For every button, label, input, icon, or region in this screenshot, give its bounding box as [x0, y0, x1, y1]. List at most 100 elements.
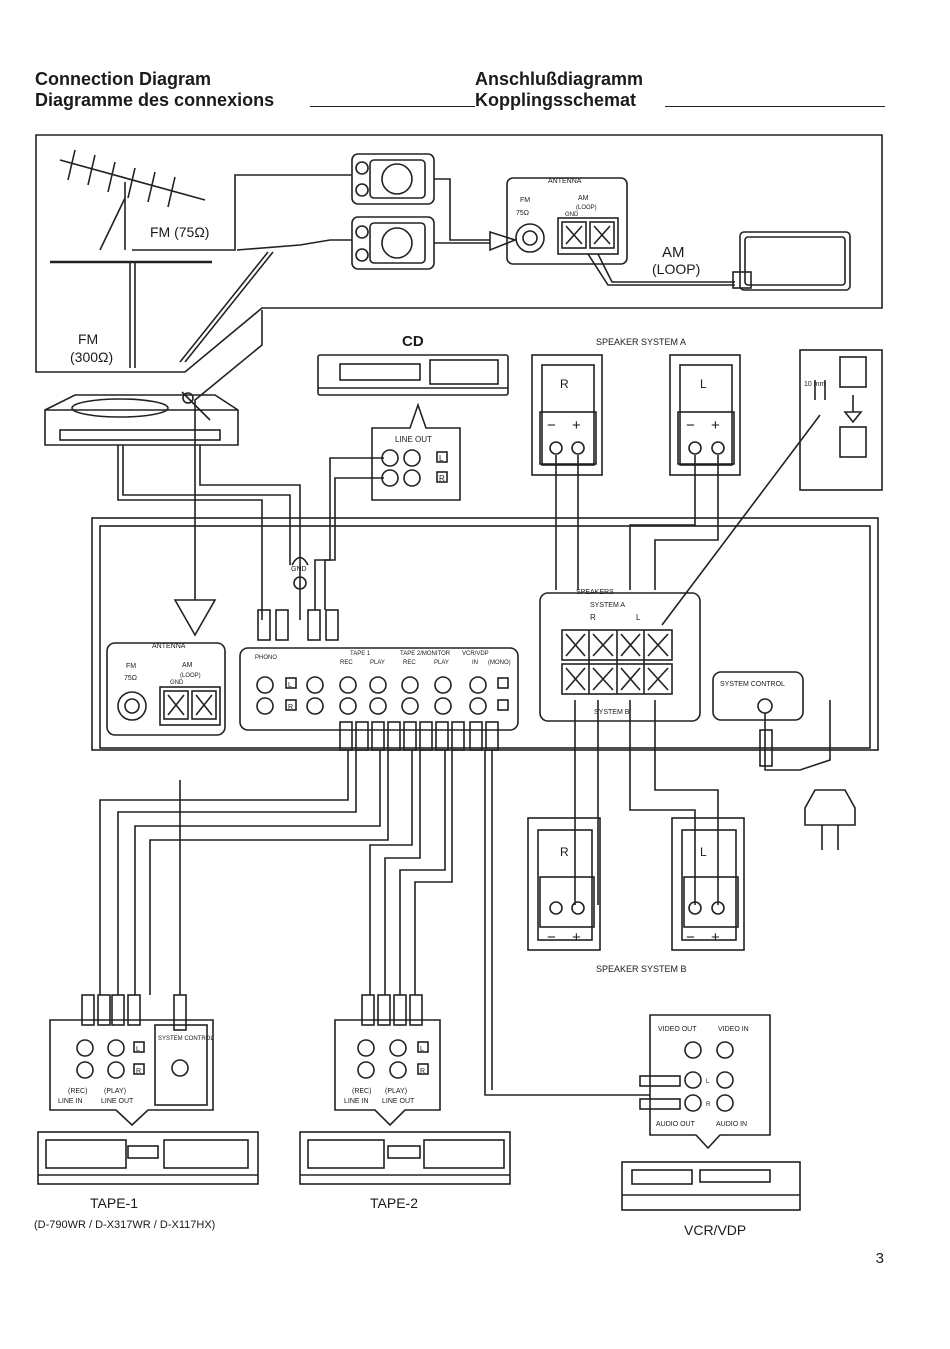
tape2-label: TAPE-2 — [370, 1195, 418, 1211]
antenna-am-label: AM — [578, 195, 589, 202]
page-number: 3 — [875, 1250, 884, 1267]
tape1-l-label: L — [136, 1046, 140, 1053]
receiver-tape2-rec: REC — [403, 660, 416, 666]
vcr-label: VCR/VDP — [684, 1222, 746, 1238]
receiver-antenna-gnd: GND — [170, 680, 184, 686]
tape1-line-out: LINE OUT — [101, 1098, 134, 1105]
vcr-connector-panel — [649, 1014, 771, 1150]
tape1-r-label: R — [136, 1068, 141, 1075]
speaker-a-r-minus: − — [547, 417, 556, 434]
receiver-speakers-label: SPEAKERS — [576, 589, 614, 596]
speaker-a-r-plus: + — [572, 417, 581, 434]
speaker-a-left-icon — [669, 354, 741, 476]
fm75-label: FM (75Ω) — [150, 224, 209, 240]
tape2-connector-panel — [334, 1019, 441, 1127]
receiver-fm-ohm: 75Ω — [124, 675, 137, 682]
fm300-label-2: (300Ω) — [70, 349, 113, 365]
tape2-play-label: (PLAY) — [385, 1088, 407, 1095]
speaker-a-r-label: R — [560, 377, 569, 391]
receiver-phono-label: PHONO — [255, 655, 277, 661]
receiver-system-control — [712, 671, 804, 721]
antenna-loop-label: (LOOP) — [576, 205, 597, 211]
receiver-antenna-terminals — [106, 642, 226, 736]
title-swedish: Kopplingsschemat — [475, 90, 637, 110]
cd-line-out-callout — [371, 402, 461, 501]
am-loop-antenna-icon — [587, 253, 735, 286]
receiver-input-jacks — [239, 647, 519, 731]
tape1-rec-label: (REC) — [68, 1088, 87, 1095]
header-rule-left — [310, 106, 475, 107]
tape2-line-out: LINE OUT — [382, 1098, 415, 1105]
vcr-l-label: L — [706, 1079, 710, 1085]
receiver-speaker-r: R — [590, 613, 596, 622]
receiver-rear-panel — [91, 517, 879, 751]
tape1-play-label: (PLAY) — [104, 1088, 126, 1095]
strip-length-label: 10 mm — [804, 381, 826, 388]
coax-adapter-top — [351, 153, 435, 205]
tape-vcr-rca-plugs — [339, 721, 499, 751]
tape1-line-in: LINE IN — [58, 1098, 83, 1105]
tape1-system-control: SYSTEM CONTROL — [158, 1036, 214, 1042]
vcr-r-label: R — [706, 1102, 711, 1108]
title-french: Diagramme des connexions — [35, 90, 275, 110]
speaker-b-l-label: L — [700, 845, 707, 859]
antenna-frame — [35, 134, 883, 373]
speaker-a-l-label: L — [700, 377, 707, 391]
receiver-am-label: AM — [182, 662, 193, 669]
cd-r-label: R — [439, 474, 445, 483]
speaker-system-a-label: SPEAKER SYSTEM A — [596, 337, 686, 347]
am-label: AM — [662, 244, 685, 261]
receiver-speaker-terminals — [539, 592, 701, 722]
speaker-b-right-icon — [527, 817, 601, 951]
title-german: Anschlußdiagramm — [475, 69, 644, 89]
receiver-vcr-label: VCR/VDP — [462, 651, 489, 657]
receiver-gnd-label: GND — [291, 566, 307, 573]
vcr-video-out: VIDEO OUT — [658, 1026, 697, 1033]
receiver-vcr-in: IN — [472, 660, 478, 666]
speaker-a-l-plus: + — [711, 417, 720, 434]
receiver-tape1-label: TAPE 1 — [350, 651, 371, 657]
tape1-connector-panel — [49, 1019, 214, 1127]
speaker-b-r-label: R — [560, 845, 569, 859]
receiver-l-label: L — [288, 682, 292, 689]
receiver-tape1-play: PLAY — [370, 660, 385, 666]
vcr-video-in: VIDEO IN — [718, 1026, 749, 1033]
speaker-b-r-plus: + — [572, 929, 581, 946]
speaker-b-l-plus: + — [711, 929, 720, 946]
receiver-tape2-label: TAPE 2/MONITOR — [400, 651, 451, 657]
cd-line-out-label: LINE OUT — [395, 435, 432, 444]
antenna-fm-label: FM — [520, 197, 530, 204]
cd-label: CD — [402, 333, 424, 350]
speaker-a-right-icon — [531, 354, 603, 476]
antenna-terminal-panel — [506, 177, 628, 265]
vcr-deck-icon — [621, 1161, 801, 1211]
receiver-system-a-label: SYSTEM A — [590, 602, 625, 609]
header-rule-right — [665, 106, 885, 107]
tape2-l-label: L — [420, 1046, 424, 1053]
receiver-fm-label: FM — [126, 663, 136, 670]
receiver-system-b-label: SYSTEM B — [594, 709, 630, 716]
speaker-b-left-icon — [671, 817, 745, 951]
speaker-b-r-minus: − — [547, 929, 556, 946]
speaker-b-l-minus: − — [686, 929, 695, 946]
tape2-line-in: LINE IN — [344, 1098, 369, 1105]
receiver-tape2-play: PLAY — [434, 660, 449, 666]
antenna-gnd-label: GND — [565, 212, 579, 218]
receiver-speaker-l: L — [636, 613, 641, 622]
power-plug-icon — [804, 789, 856, 850]
vcr-audio-out: AUDIO OUT — [656, 1121, 696, 1128]
wire-strip-inset — [799, 349, 883, 491]
tape2-r-label: R — [420, 1068, 425, 1075]
tape1-label: TAPE-1 — [90, 1195, 138, 1211]
title-english: Connection Diagram — [35, 69, 212, 89]
cd-player-icon — [317, 354, 509, 396]
tape2-rec-label: (REC) — [352, 1088, 371, 1095]
turntable-icon — [44, 391, 239, 446]
antenna-panel-title: ANTENNA — [548, 178, 582, 185]
receiver-antenna-title: ANTENNA — [152, 643, 186, 650]
receiver-mono-label: (MONO) — [488, 660, 511, 666]
cd-l-label: L — [439, 454, 444, 463]
antenna-fm-ohm: 75Ω — [516, 210, 529, 217]
receiver-system-control-label: SYSTEM CONTROL — [720, 681, 785, 688]
speaker-system-b-label: SPEAKER SYSTEM B — [596, 964, 687, 974]
